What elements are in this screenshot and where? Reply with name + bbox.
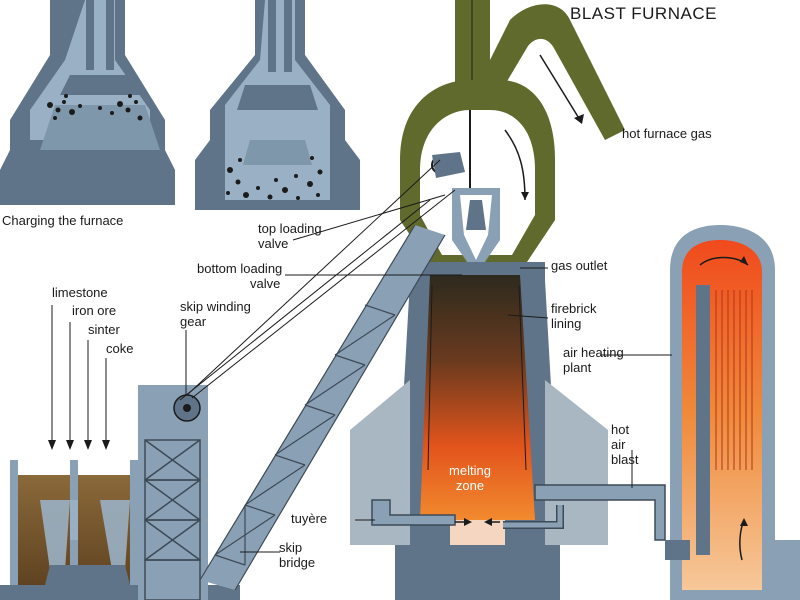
label-gas-outlet: gas outlet [551, 258, 608, 273]
air-heating-plant [665, 225, 775, 600]
label-skip-bridge-2: bridge [279, 555, 316, 570]
label-limestone: limestone [52, 285, 108, 300]
label-tuyere: tuyère [291, 511, 328, 526]
label-hot-furnace-gas: hot furnace gas [622, 126, 712, 141]
hoppers [0, 460, 240, 600]
leader-lines [185, 194, 672, 553]
label-top-loading-1: top loading [258, 221, 322, 236]
label-melting-2: zone [455, 478, 485, 493]
skip-bridge [179, 159, 456, 591]
label-skip-winding-2: gear [180, 314, 207, 329]
edge-fragment [775, 540, 800, 600]
furnace-shaft [395, 262, 560, 600]
coal-particles-2 [226, 156, 323, 200]
label-melting-1: melting [449, 463, 491, 478]
label-coke: coke [106, 341, 134, 356]
label-skip-bridge-1: skip [279, 540, 303, 555]
diagram-title: BLAST FURNACE [570, 4, 717, 23]
label-bottom-loading-1: bottom loading [197, 261, 283, 276]
label-hot-air-3: blast [611, 452, 639, 467]
label-air-heating-1: air heating [563, 345, 624, 360]
label-firebrick-2: lining [551, 316, 582, 331]
charging-inset-1 [0, 0, 175, 205]
coal-particles-1 [47, 94, 143, 121]
input-arrows [48, 305, 110, 450]
label-air-heating-2: plant [563, 360, 592, 375]
background-building [350, 380, 608, 545]
label-skip-winding-1: skip winding [180, 299, 251, 314]
label-hot-air-1: hot [611, 422, 630, 437]
label-firebrick-1: firebrick [551, 301, 597, 316]
label-charging: Charging the furnace [2, 213, 124, 228]
furnace-top [400, 80, 555, 276]
label-top-loading-2: valve [258, 236, 289, 251]
charging-inset-2 [195, 0, 360, 210]
label-bottom-loading-2: valve [250, 276, 281, 291]
skip-tower [138, 385, 208, 600]
label-sinter: sinter [88, 322, 120, 337]
label-iron-ore: iron ore [72, 303, 117, 318]
label-hot-air-2: air [611, 437, 626, 452]
gas-duct [455, 0, 625, 140]
